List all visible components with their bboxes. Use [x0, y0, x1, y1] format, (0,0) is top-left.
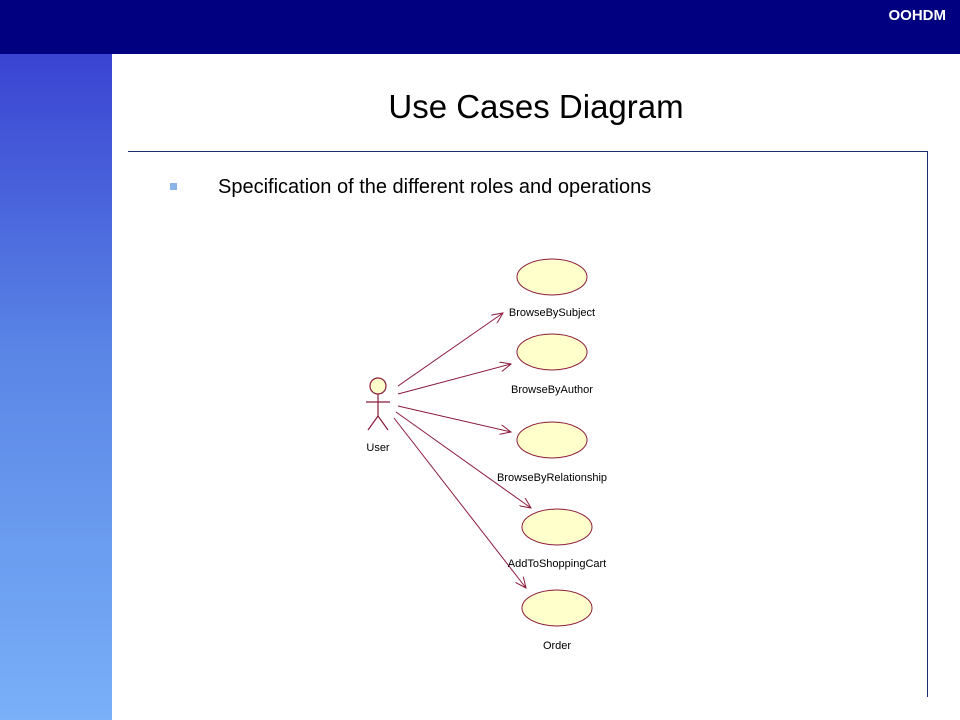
association-addtoshoppingcart: [395, 411, 531, 508]
use-case-label-addtoshoppingcart: AddToShoppingCart: [508, 558, 606, 570]
header-bar: OOHDM: [0, 0, 960, 54]
use-case-browsebyauthor[interactable]: [516, 333, 588, 371]
bullet-square-icon: [170, 183, 177, 190]
use-case-order[interactable]: [521, 589, 593, 627]
use-case-addtoshoppingcart[interactable]: [521, 508, 593, 546]
slide-title: Use Cases Diagram: [388, 88, 684, 125]
association-order: [393, 417, 526, 588]
actor-stick-figure-icon[interactable]: [366, 377, 390, 431]
association-browsebysubject: [397, 313, 503, 387]
title-rule: [128, 151, 928, 152]
content-border-right: [927, 151, 928, 697]
use-case-label-order: Order: [543, 640, 571, 652]
association-browsebyauthor: [397, 364, 511, 395]
association-browsebyrelationship: [397, 405, 511, 432]
sidebar-gradient: [0, 54, 112, 720]
use-case-browsebyrelationship[interactable]: [516, 421, 588, 459]
use-case-label-browsebyauthor: BrowseByAuthor: [511, 384, 593, 396]
use-case-label-browsebysubject: BrowseBySubject: [509, 307, 595, 319]
use-case-label-browsebyrelationship: BrowseByRelationship: [497, 472, 607, 484]
brand-label: OOHDM: [888, 7, 947, 24]
actor-label: User: [366, 442, 390, 454]
use-case-browsebysubject[interactable]: [516, 258, 588, 296]
bullet-text: Specification of the different roles and…: [218, 176, 652, 198]
